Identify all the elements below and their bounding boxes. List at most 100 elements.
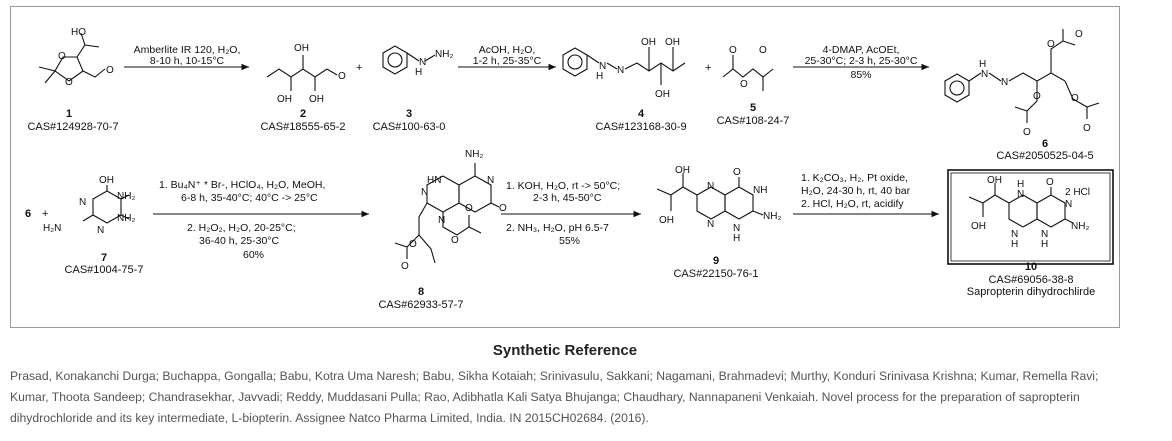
compound-7-cas: CAS#1004-75-7 bbox=[65, 264, 144, 276]
atom-oh: OH bbox=[294, 43, 309, 54]
compound-9-structure: OH OH O N N NH N H NH₂ bbox=[656, 165, 781, 244]
atom-nh2: NH₂ bbox=[117, 191, 135, 202]
atom-o: O bbox=[338, 71, 346, 82]
compound-6-number: 6 bbox=[1042, 138, 1048, 150]
atom-n: N bbox=[707, 219, 714, 230]
compound-6-structure: H N N O O O O O O bbox=[944, 29, 1100, 138]
arrow-5-cond-3: 2. NH₃, H₂O, pH 6.5-7 bbox=[506, 222, 609, 234]
compound-7-number: 7 bbox=[101, 252, 107, 264]
atom-n: N bbox=[617, 65, 624, 76]
atom-hn: HN bbox=[427, 175, 441, 186]
atom-oh: OH bbox=[655, 89, 670, 100]
arrow-4-cond-1: 1. Bu₄N⁺ * Br-, HClO₄, H₂O, MeOH, bbox=[159, 179, 325, 191]
compound-1-cas: CAS#124928-70-7 bbox=[27, 121, 118, 133]
atom-n: N bbox=[1001, 77, 1008, 88]
atom-n: N bbox=[438, 215, 445, 226]
atom-o: O bbox=[733, 167, 741, 178]
compound-8-cas: CAS#62933-57-7 bbox=[378, 299, 463, 311]
arrow-3-yield: 85% bbox=[850, 69, 871, 81]
arrow-6-cond-1: 1. K₂CO₃, H₂, Pt oxide, bbox=[801, 172, 908, 184]
atom-nh2: NH₂ bbox=[435, 49, 453, 60]
atom-o: O bbox=[1083, 123, 1091, 134]
reaction-scheme: O O HO O 1 CAS#124928-70-7 Amberlite IR … bbox=[10, 6, 1120, 328]
compound-5-cas: CAS#108-24-7 bbox=[717, 115, 790, 127]
atom-oh: OH bbox=[659, 215, 674, 226]
arrow-1-cond-2: 8-10 h, 10-15°C bbox=[150, 55, 225, 67]
product-box-inner bbox=[950, 172, 1111, 262]
atom-o: O bbox=[451, 235, 459, 246]
arrow-5-cond-1: 1. KOH, H₂O, rt -> 50°C; bbox=[506, 180, 620, 192]
atom-o: O bbox=[1023, 127, 1031, 138]
compound-8-structure: NH₂ HN N O N N O O O O bbox=[394, 149, 507, 272]
atom-h: H bbox=[1041, 239, 1048, 250]
atom-o: O bbox=[759, 45, 767, 56]
compound-2-cas: CAS#18555-65-2 bbox=[260, 121, 345, 133]
compound-5-number: 5 bbox=[750, 102, 756, 114]
arrow-4-cond-3: 2. H₂O₂, H₂O, 20-25°C; bbox=[187, 222, 296, 234]
atom-nh2: NH₂ bbox=[117, 213, 135, 224]
atom-oh: OH bbox=[309, 94, 324, 105]
scheme-canvas: O O HO O 1 CAS#124928-70-7 Amberlite IR … bbox=[25, 27, 1114, 311]
atom-n: N bbox=[1041, 229, 1048, 240]
compound-10-cas: CAS#69056-38-8 bbox=[988, 274, 1073, 286]
atom-nh2: NH₂ bbox=[465, 149, 483, 160]
compound-4-structure: N H N OH OH OH bbox=[562, 37, 686, 100]
arrow-5-cond-2: 2-3 h, 45-50°C bbox=[533, 192, 602, 204]
arrow-6-cond-3: 2. HCl, H₂O, rt, acidify bbox=[801, 198, 904, 210]
atom-h2n: H₂N bbox=[43, 223, 61, 234]
atom-h: H bbox=[979, 59, 986, 70]
atom-n: N bbox=[1017, 189, 1024, 200]
compound-3-cas: CAS#100-63-0 bbox=[373, 121, 446, 133]
compound-5-structure: O O O bbox=[722, 45, 774, 91]
arrow-5-yield: 55% bbox=[559, 235, 580, 247]
atom-o: O bbox=[1046, 177, 1054, 188]
atom-o: O bbox=[401, 261, 409, 272]
atom-o: O bbox=[729, 45, 737, 56]
plus-sign: + bbox=[705, 62, 711, 74]
atom-oh: OH bbox=[675, 165, 690, 176]
atom-oh: OH bbox=[641, 37, 656, 48]
atom-n: N bbox=[419, 57, 426, 68]
compound-10-name: Sapropterin dihydrochlirde bbox=[967, 286, 1095, 298]
atom-h: H bbox=[596, 71, 603, 82]
arrow-2-cond-1: AcOH, H₂O, bbox=[479, 44, 536, 56]
atom-o: O bbox=[1033, 91, 1041, 102]
atom-oh: OH bbox=[277, 94, 292, 105]
atom-oh: OH bbox=[99, 175, 114, 186]
atom-n: N bbox=[421, 187, 428, 198]
atom-oh: OH bbox=[665, 37, 680, 48]
atom-n: N bbox=[487, 175, 494, 186]
reactant-6-ref: 6 bbox=[25, 208, 31, 220]
compound-2-structure: OH OH OH O bbox=[266, 43, 346, 105]
atom-o: O bbox=[465, 203, 473, 214]
arrow-3-cond-1: 4-DMAP, AcOEt, bbox=[823, 44, 900, 56]
compound-4-number: 4 bbox=[638, 108, 645, 120]
atom-o: O bbox=[58, 51, 66, 62]
atom-n: N bbox=[733, 223, 740, 234]
atom-n: N bbox=[1065, 199, 1072, 210]
atom-n: N bbox=[97, 225, 104, 236]
compound-6-cas: CAS#2050525-04-5 bbox=[996, 150, 1093, 162]
compound-1-number: 1 bbox=[66, 108, 72, 120]
atom-h: H bbox=[415, 67, 422, 78]
atom-n: N bbox=[981, 69, 988, 80]
reference-title: Synthetic Reference bbox=[492, 342, 638, 359]
atom-ho: HO bbox=[71, 27, 86, 38]
compound-3-number: 3 bbox=[406, 108, 412, 120]
atom-nh2: NH₂ bbox=[1071, 221, 1089, 232]
plus-sign: + bbox=[42, 208, 48, 220]
arrow-1-cond-1: Amberlite IR 120, H₂O, bbox=[134, 44, 241, 56]
atom-n: N bbox=[79, 197, 86, 208]
atom-n: N bbox=[599, 61, 606, 72]
atom-h: H bbox=[1011, 239, 1018, 250]
compound-10-number: 10 bbox=[1025, 261, 1037, 273]
arrow-2-cond-2: 1-2 h, 25-35°C bbox=[473, 55, 542, 67]
compound-9-cas: CAS#22150-76-1 bbox=[673, 268, 758, 280]
atom-h: H bbox=[733, 233, 740, 244]
atom-o: O bbox=[740, 79, 748, 90]
atom-o: O bbox=[1047, 39, 1055, 50]
compound-8-number: 8 bbox=[418, 286, 424, 298]
atom-o: O bbox=[499, 203, 507, 214]
arrow-4-yield: 60% bbox=[243, 249, 264, 261]
reference-text: Prasad, Konakanchi Durga; Buchappa, Gong… bbox=[10, 369, 1099, 425]
